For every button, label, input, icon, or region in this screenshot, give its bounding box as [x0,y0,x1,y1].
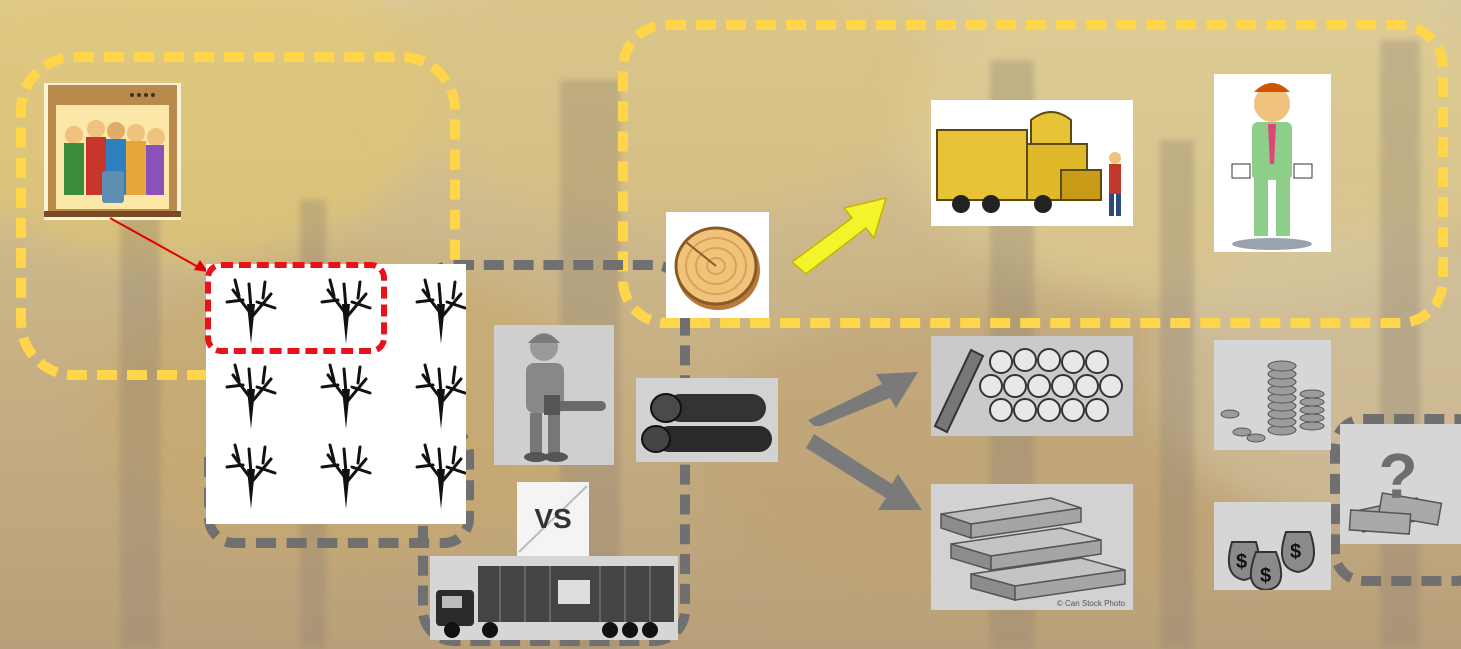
svg-text:$: $ [1290,541,1301,563]
lumber-image: © Can Stock Photo [931,484,1133,610]
gray-arrow-down [800,432,928,518]
svg-text:$: $ [1260,565,1271,587]
broke-man-image [1214,74,1331,252]
log-pile-image [931,336,1133,436]
question-money-image: ? [1340,424,1461,544]
lumberjack-image [494,325,614,465]
gray-arrow-up [800,356,924,426]
yellow-arrow [782,188,894,282]
money-bags-image: $ $ $ [1214,502,1331,590]
elevator-image [44,83,181,220]
svg-text:?: ? [1378,440,1417,512]
logging-truck-image [430,556,678,640]
wood-chipper-image [931,100,1133,226]
dark-logs-image [636,378,778,462]
red-dashed-highlight [205,262,387,354]
log-slice-image [666,212,769,318]
versus-image: VS [517,482,589,558]
red-arrow [100,210,220,280]
versus-label: VS [534,503,571,534]
lumber-caption: © Can Stock Photo [1057,599,1125,608]
svg-text:$: $ [1236,551,1247,573]
coins-image [1214,340,1331,450]
